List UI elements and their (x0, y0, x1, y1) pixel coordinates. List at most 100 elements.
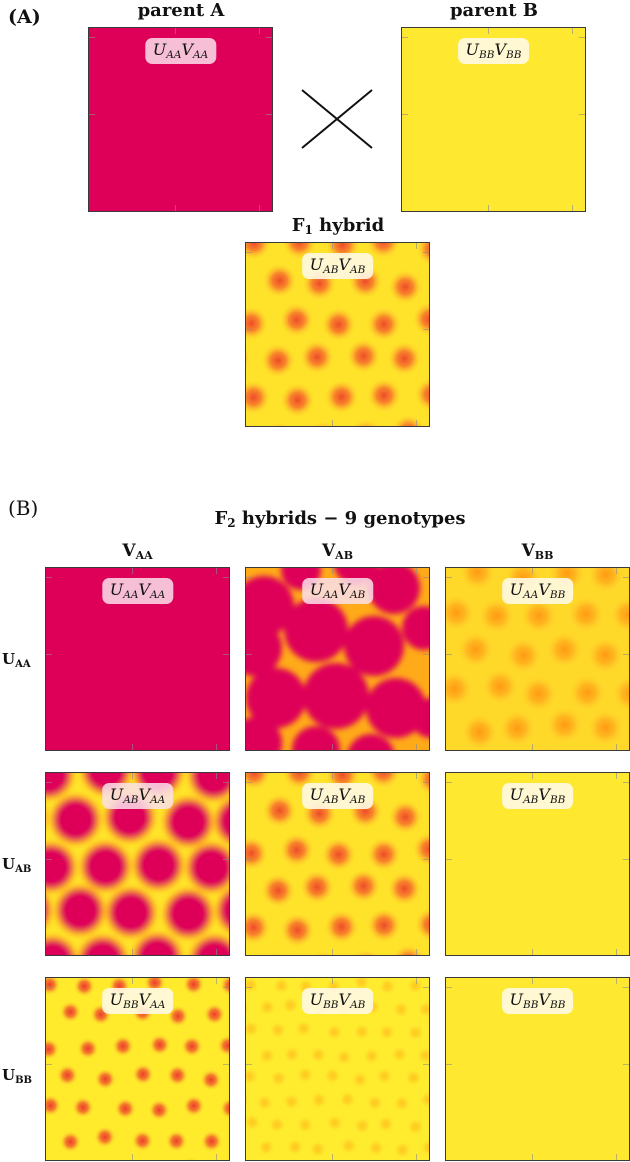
cross-icon (301, 89, 373, 149)
genotype-badge: UAAVBB (501, 578, 574, 604)
turing-pattern (446, 568, 629, 750)
axis-tick (623, 987, 629, 989)
axis-tick (246, 987, 252, 989)
column-label-vbb: VBB (521, 541, 554, 562)
axis-tick (623, 858, 629, 860)
axis-tick (446, 653, 452, 655)
panel-a-label: (A) (8, 6, 41, 28)
f1-hybrid-pattern: UABVAB (245, 242, 430, 427)
axis-tick (46, 782, 52, 784)
axis-tick (89, 37, 95, 39)
axis-tick (216, 744, 218, 750)
axis-tick (46, 858, 52, 860)
axis-tick (616, 949, 618, 955)
parent-a-pattern: UAAVAA (88, 27, 273, 212)
axis-tick (579, 114, 585, 115)
axis-tick (446, 987, 452, 989)
axis-tick (623, 653, 629, 655)
axis-tick (423, 1063, 429, 1065)
axis-tick (246, 577, 252, 579)
turing-pattern (46, 978, 229, 1160)
turing-pattern (246, 773, 429, 955)
genotype-badge: UABVAA (101, 783, 174, 809)
axis-tick (416, 568, 418, 574)
axis-tick (579, 37, 585, 39)
axis-tick (216, 773, 218, 779)
genotype-badge: UABVAB (301, 783, 374, 809)
axis-tick (616, 744, 618, 750)
axis-tick (446, 577, 452, 579)
axis-tick (132, 744, 133, 750)
axis-tick (532, 773, 533, 779)
axis-tick (216, 1154, 218, 1160)
axis-tick (246, 329, 252, 330)
axis-tick (423, 329, 429, 330)
axis-tick (446, 782, 452, 784)
axis-tick (446, 858, 452, 860)
axis-tick (46, 987, 52, 989)
axis-tick (423, 782, 429, 784)
axis-tick (572, 28, 574, 34)
axis-tick (216, 568, 218, 574)
genotype-tile-ubb-vbb: UBBVBB (445, 977, 630, 1161)
axis-tick (89, 114, 95, 115)
axis-tick (616, 568, 618, 574)
axis-tick (402, 37, 408, 39)
column-label-vab: VAB (321, 541, 354, 562)
axis-tick (623, 577, 629, 579)
axis-tick (488, 28, 489, 34)
axis-tick (246, 653, 252, 655)
axis-tick (332, 243, 333, 249)
axis-tick (616, 773, 618, 779)
axis-tick (423, 577, 429, 579)
axis-tick (416, 243, 418, 249)
axis-tick (132, 978, 133, 984)
axis-tick (332, 978, 333, 984)
genotype-tile-uab-vbb: UABVBB (445, 772, 630, 956)
axis-tick (488, 205, 489, 211)
axis-tick (223, 577, 229, 579)
axis-tick (572, 205, 574, 211)
axis-tick (175, 205, 176, 211)
axis-tick (623, 782, 629, 784)
axis-tick (423, 858, 429, 860)
genotype-tile-uaa-vbb: UAAVBB (445, 567, 630, 751)
column-label-vaa: VAA (122, 541, 153, 562)
axis-tick (332, 1154, 333, 1160)
genotype-badge: UBBVAB (301, 988, 374, 1014)
panel-b-label: (B) (8, 496, 39, 520)
axis-tick (332, 420, 333, 426)
axis-tick (266, 114, 272, 115)
axis-tick (216, 978, 218, 984)
axis-tick (616, 978, 618, 984)
axis-tick (532, 1154, 533, 1160)
parent-b-title: parent B (449, 0, 539, 21)
f1-hybrid-title: F1 hybrid (291, 215, 385, 237)
axis-tick (246, 1063, 252, 1065)
axis-tick (423, 653, 429, 655)
genotype-badge: UBBVBB (501, 988, 574, 1014)
row-label-ubb: UBB (2, 1066, 32, 1086)
genotype-tile-ubb-vab: UBBVAB (245, 977, 430, 1161)
axis-tick (416, 744, 418, 750)
axis-tick (132, 949, 133, 955)
axis-tick (132, 773, 133, 779)
genotype-badge: UABVAB (301, 253, 374, 279)
axis-tick (223, 858, 229, 860)
axis-tick (332, 568, 333, 574)
axis-tick (416, 420, 418, 426)
parent-a-title: parent A (137, 0, 225, 21)
axis-tick (259, 205, 261, 211)
axis-tick (175, 28, 176, 34)
genotype-badge: UAAVAA (101, 578, 174, 604)
axis-tick (416, 978, 418, 984)
axis-tick (223, 653, 229, 655)
axis-tick (332, 949, 333, 955)
axis-tick (332, 744, 333, 750)
axis-tick (446, 1063, 452, 1065)
axis-tick (223, 782, 229, 784)
axis-tick (246, 858, 252, 860)
turing-pattern (246, 568, 429, 750)
f2-hybrids-title: F2 hybrids − 9 genotypes (214, 508, 466, 530)
axis-tick (623, 1063, 629, 1065)
